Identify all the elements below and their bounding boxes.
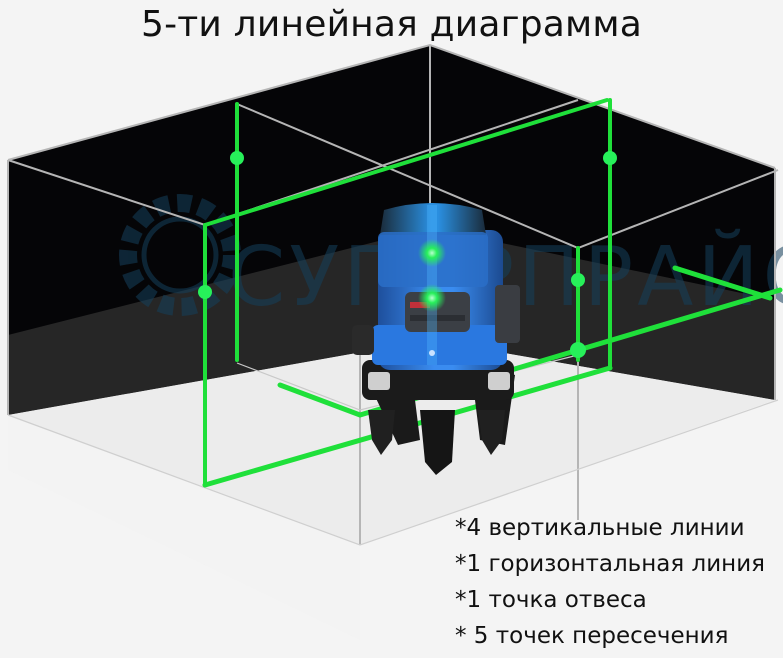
watermark: СУПЕРПРАЙС bbox=[119, 194, 783, 325]
laser-horizontal-line bbox=[277, 287, 783, 418]
feature-item: * 5 точек пересечения bbox=[455, 623, 729, 649]
feature-item: *1 горизонтальная линия bbox=[455, 551, 765, 577]
feature-item: *4 вертикальные линии bbox=[455, 515, 745, 541]
laser-emitter-icon bbox=[418, 284, 446, 312]
laser-emitter-icon bbox=[418, 239, 446, 267]
intersection-point bbox=[571, 273, 585, 287]
page-title: 5-ти линейная диаграмма bbox=[140, 4, 643, 45]
feature-list: *4 вертикальные линии *1 горизонтальная … bbox=[455, 510, 765, 654]
feature-item: *1 точка отвеса bbox=[455, 587, 647, 613]
intersection-point bbox=[230, 151, 244, 165]
intersection-point bbox=[198, 285, 212, 299]
intersection-points bbox=[198, 151, 617, 358]
intersection-point bbox=[570, 342, 586, 358]
intersection-point bbox=[603, 151, 617, 165]
laser-level-device bbox=[352, 203, 520, 475]
laser-ceiling-line bbox=[203, 98, 609, 227]
